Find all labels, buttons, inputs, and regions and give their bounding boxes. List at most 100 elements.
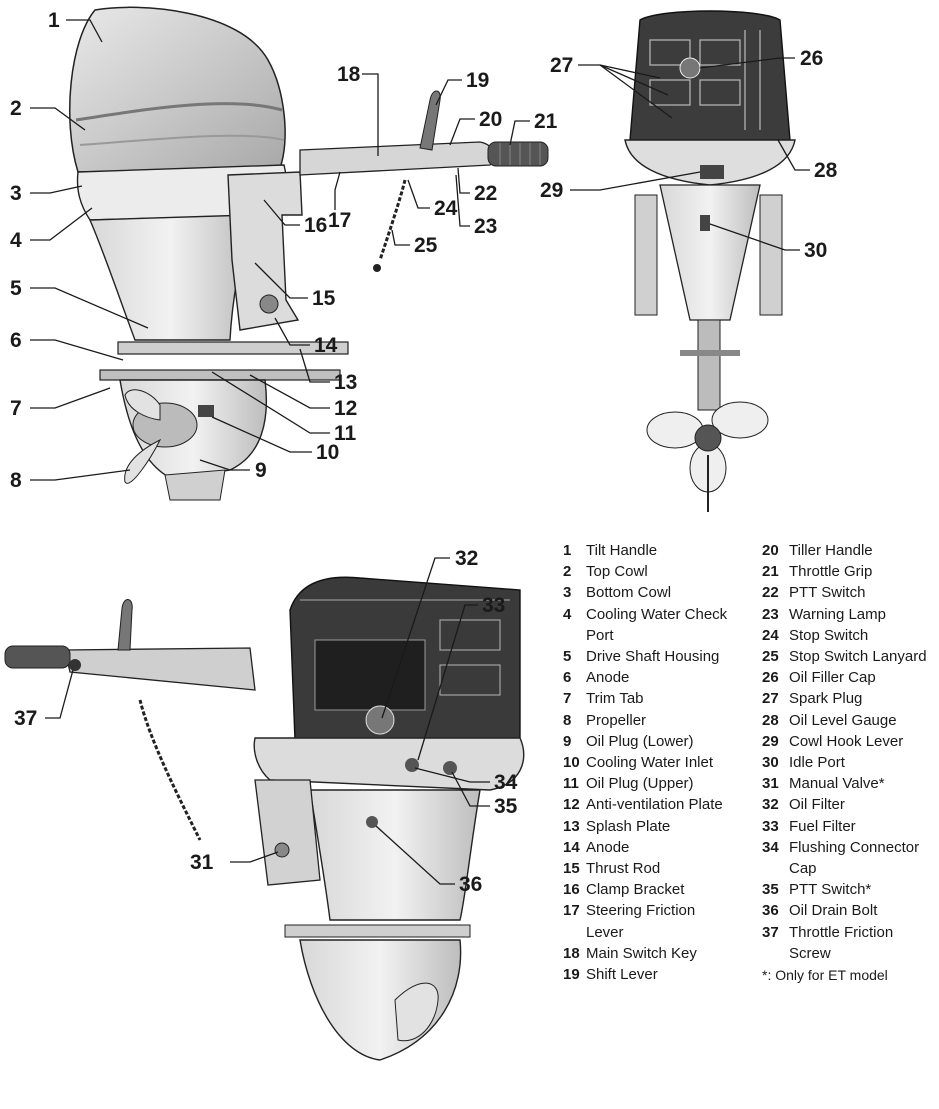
legend-item-number: 10 [563,754,580,772]
legend-item-label: PTT Switch [789,584,866,602]
anti-ventilation-plate-shape [99,369,341,381]
legend-item-label: Propeller [586,711,647,729]
legend-item-label: Tiller Handle [789,542,873,559]
throttle-grip-ribs [499,143,541,165]
flushing-cap-shape [405,758,419,772]
legend-item-label: Oil Drain Bolt [789,902,878,920]
side-view-motor [68,6,549,501]
port-lanyard [138,699,202,841]
rear-prop-hub [694,424,722,452]
legend-item-number: 1 [563,542,572,559]
port-prop-blade [394,982,439,1042]
legend-item: 8 Propeller [563,710,733,731]
legend-item-number: 31 [762,775,779,793]
legend-item-label: Oil Level Gauge [789,711,897,729]
callout-13: 13 [334,371,357,394]
legend-item-number: 37 [762,923,779,941]
callout-21: 21 [534,110,558,133]
callout-34: 34 [494,771,518,794]
legend-item-number: 30 [762,754,779,772]
rear-view-motor [624,10,796,512]
manual-valve-shape [274,842,290,858]
rear-prop-blade-1 [646,411,704,449]
propeller-blade-top [124,389,161,421]
oil-drain-bolt-shape [366,816,378,828]
legend-item-number: 11 [563,775,579,793]
propeller-blade-bottom [124,438,162,484]
legend-item-number: 15 [563,860,580,878]
legend-item-number: 2 [563,563,572,581]
legend-item-label: Anti-ventilation Plate [586,796,723,814]
port-throttle-grip [4,645,71,669]
callout-29: 29 [540,179,563,202]
legend-item-label: Cooling Water Inlet [586,754,714,772]
callout-numbers: 1 2 3 4 5 6 7 8 9 10 11 12 13 14 15 16 1… [10,9,838,896]
callout-4: 4 [10,229,22,252]
port-tiller [64,647,256,691]
legend-item-number: 23 [762,605,779,623]
legend-item-number: 36 [762,902,779,920]
callout-22: 22 [474,182,497,205]
tiller-handle-shape [299,141,496,176]
throttle-friction-screw-shape [69,659,81,671]
legend-item-label: Stop Switch Lanyard [789,648,927,666]
oil-filler-cap-shape [679,57,701,79]
legend-item-label: Anode [586,669,630,687]
callout-27: 27 [550,54,573,77]
cowl-stripe-2 [79,134,285,146]
rear-bracket-right [759,194,783,316]
cowl-hook-lever-shape [700,165,724,179]
callout-2: 2 [10,97,22,120]
legend-item-label: Cowl Hook Lever [789,732,904,750]
rear-engine-block [629,10,791,141]
callout-7: 7 [10,397,22,420]
port-view-motor [4,576,525,1061]
legend-item-label: Flushing Connector Cap [789,838,920,878]
legend-item: 36 Oil Drain Bolt [762,900,938,921]
callout-35: 35 [494,795,518,818]
callout-12: 12 [334,397,357,420]
callout-26: 26 [800,47,823,70]
legend-item-number: 8 [563,711,572,729]
idle-port-shape [700,215,710,231]
port-splash-plate [284,924,471,938]
legend-item-number: 32 [762,796,779,814]
legend-item-number: 35 [762,881,779,899]
oil-filter-shape [365,705,395,735]
callout-25: 25 [414,234,438,257]
legend-item-number: 13 [563,817,580,835]
rear-plate [680,350,740,356]
legend-item-label: Tilt Handle [586,542,658,559]
callout-30: 30 [804,239,827,262]
throttle-grip-shape [487,141,549,167]
legend-item-number: 24 [762,626,779,644]
skeg-shape [164,469,226,501]
legend-item-label: PTT Switch* [789,881,872,899]
footnote: *: Only for ET model [762,967,888,984]
legend-item-label: Oil Plug (Upper) [586,775,694,793]
legend-item-label: Oil Plug (Lower) [586,732,694,750]
legend-item-label: Drive Shaft Housing [586,648,720,666]
legend-item-label: Thrust Rod [586,860,661,878]
legend-item-label: Anode [586,838,630,856]
callout-20: 20 [479,108,502,131]
legend-item-number: 22 [762,584,779,602]
legend-item-number: 34 [762,838,779,856]
port-midsection [309,789,481,921]
legend-item-label: Oil Filler Cap [789,669,876,687]
legend-item-number: 16 [563,881,580,899]
callout-3: 3 [10,182,22,205]
callout-33: 33 [482,594,505,617]
callout-15: 15 [312,287,336,310]
legend-item-label: Splash Plate [586,817,671,835]
